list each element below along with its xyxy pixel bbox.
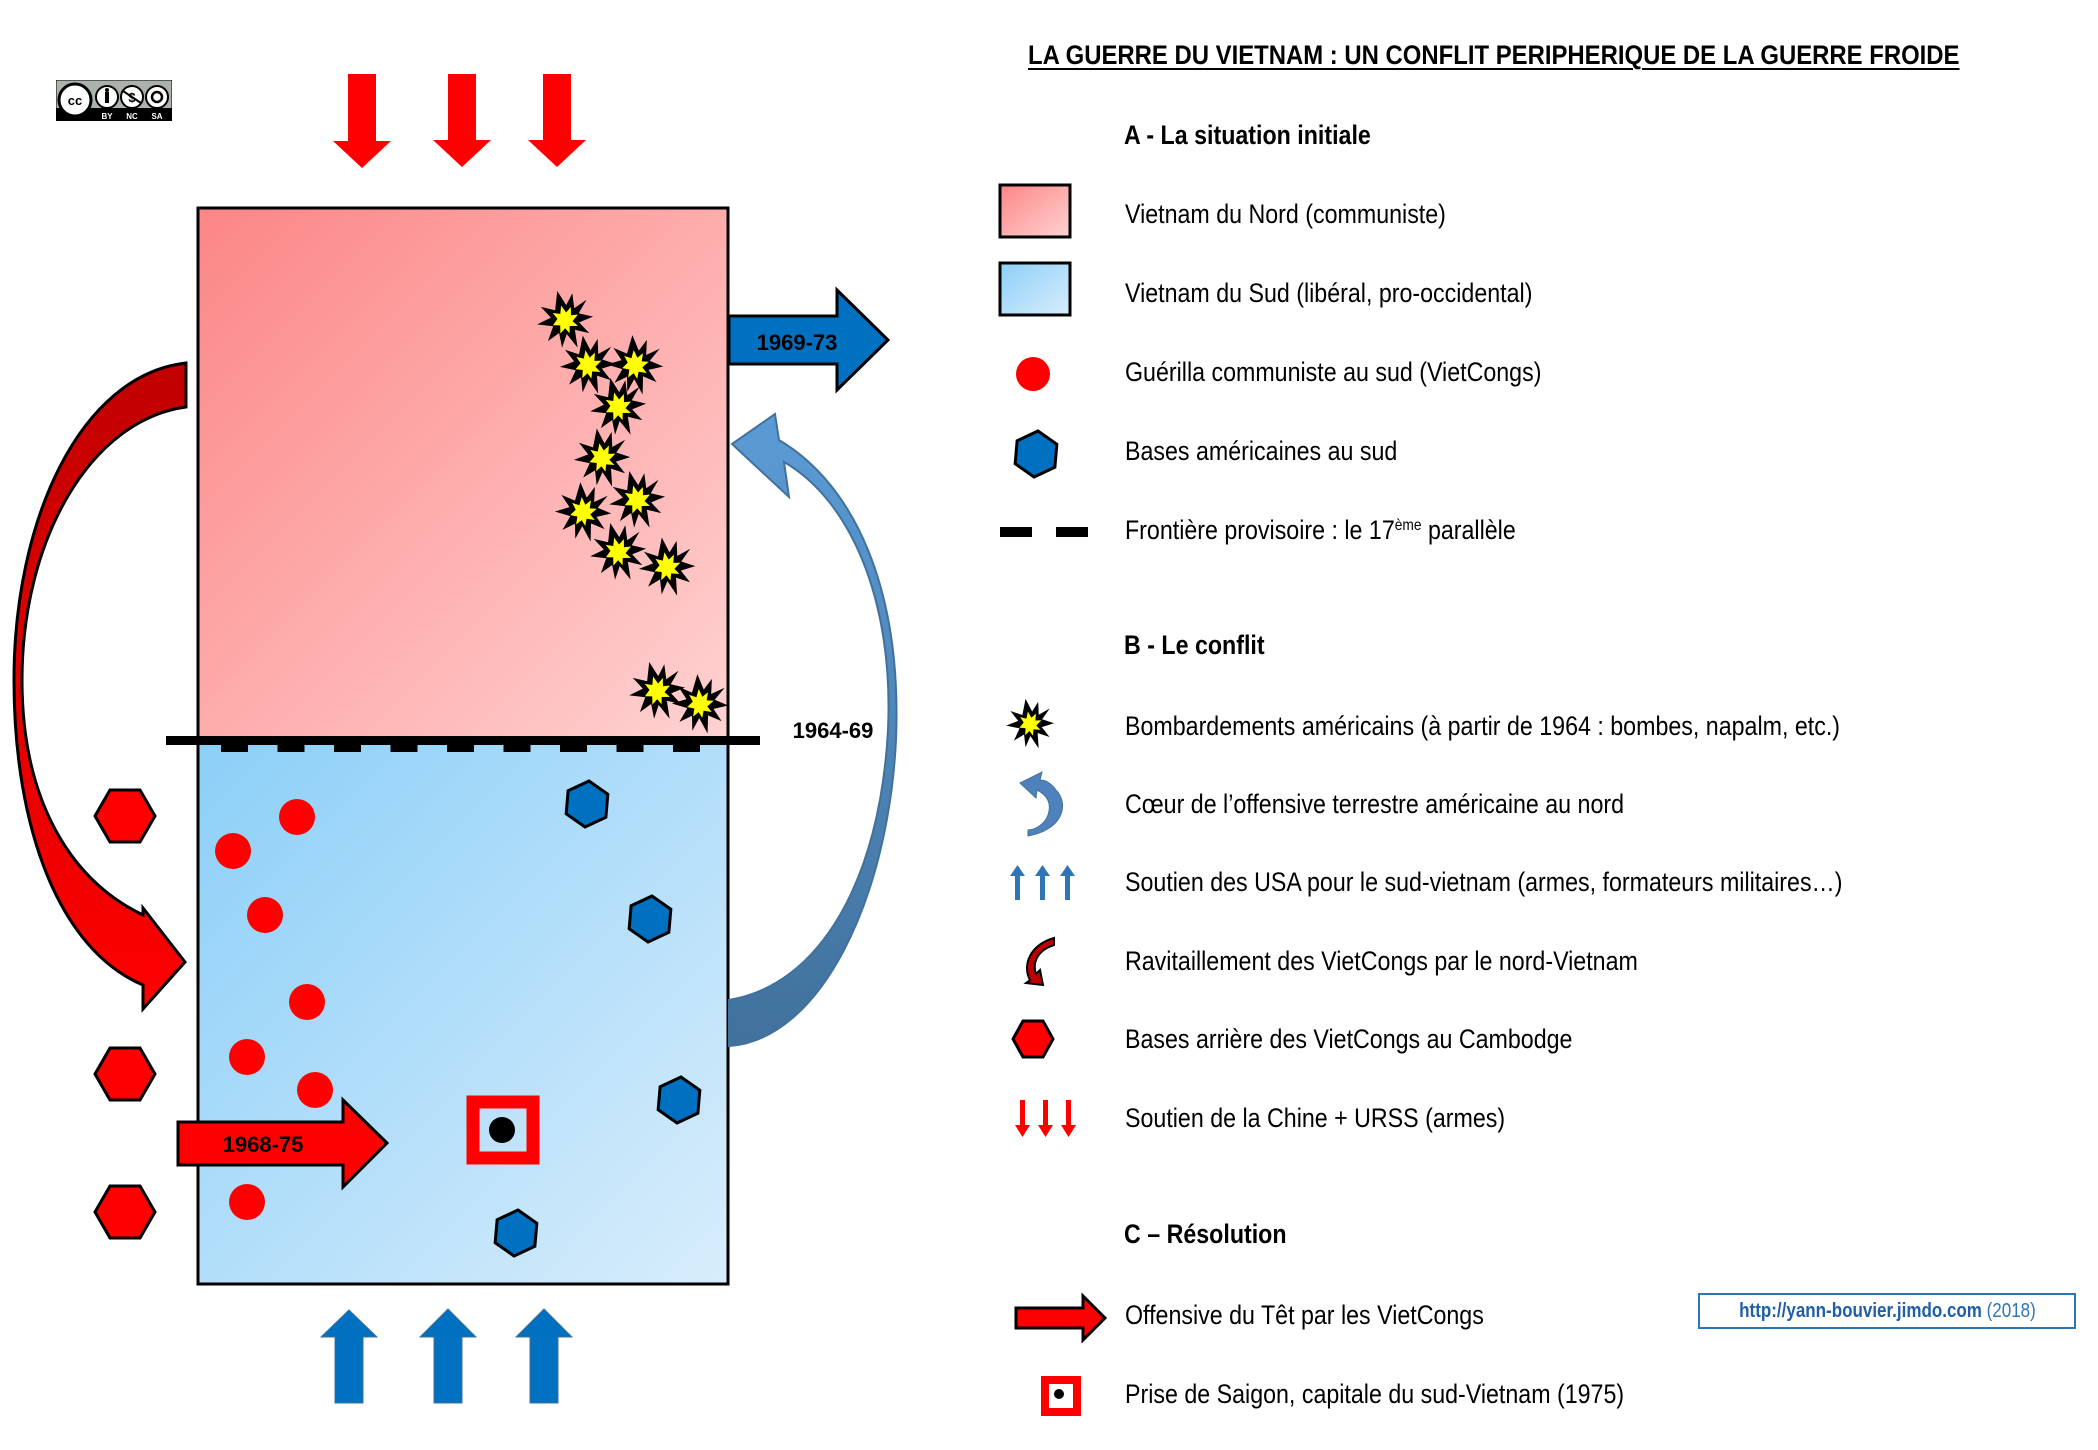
red-hexagon	[93, 788, 157, 844]
three-blue-up-arrows-icon	[1010, 865, 1075, 900]
legend-item-us-bases: Bases américaines au sud	[1125, 436, 1398, 466]
red-hexagon	[93, 1184, 157, 1240]
creative-commons-by-nc-sa-icon: cc $ BY NC SA	[55, 79, 173, 122]
legend-item-guerrilla: Guérilla communiste au sud (VietCongs)	[1125, 357, 1542, 387]
us-support-arrows	[319, 1308, 574, 1404]
credit-year: (2018)	[1986, 1299, 2036, 1322]
legend-section-c-heading: C – Résolution	[1124, 1219, 1287, 1249]
red-down-arrow	[433, 74, 491, 167]
arrow-label-1968-75: 1968-75	[223, 1132, 304, 1157]
red-dot-icon	[1016, 357, 1050, 391]
arrow-label-1964-69: 1964-69	[793, 718, 874, 743]
blue-hexagon	[493, 1208, 539, 1258]
17th-parallel-border	[166, 736, 760, 752]
vietcong-resupply-arrow	[12, 361, 188, 1013]
blue-hexagon	[627, 894, 673, 944]
svg-text:cc: cc	[68, 93, 82, 108]
legend-item-bombing: Bombardements américains (à partir de 19…	[1125, 711, 1841, 741]
legend-icons	[998, 183, 1108, 1416]
red-dot	[229, 1184, 265, 1220]
legend-section-b-heading: B - Le conflit	[1124, 630, 1265, 660]
red-hexagon-icon	[1011, 1019, 1055, 1059]
red-dot	[247, 897, 283, 933]
legend-item-cambodia-bases: Bases arrière des VietCongs au Cambodge	[1125, 1024, 1573, 1054]
red-dot	[279, 799, 315, 835]
legend-item-tet-offensive: Offensive du Têt par les VietCongs	[1125, 1300, 1484, 1330]
saigon-target-icon	[1041, 1376, 1081, 1416]
us-ground-offensive-arrow: 1964-69	[728, 412, 898, 1048]
legend-item-17th-parallel-text-after: parallèle	[1421, 515, 1516, 545]
legend-item-vc-resupply: Ravitaillement des VietCongs par le nord…	[1125, 946, 1638, 976]
blue-hexagon	[656, 1075, 702, 1125]
legend-item-17th-parallel: Frontière provisoire : le 17ème parallèl…	[1125, 514, 1516, 546]
border-dash	[673, 744, 700, 752]
saigon-target	[466, 1095, 540, 1165]
explosion-icon	[1002, 694, 1058, 754]
blue-hexagon	[564, 779, 610, 829]
us-withdrawal-arrow: 1969-73	[727, 286, 891, 394]
legend-item-17th-parallel-text: Frontière provisoire : le 17	[1125, 515, 1395, 545]
legend-item-ground-offensive: Cœur de l’offensive terrestre américaine…	[1125, 789, 1625, 819]
credit-url-link[interactable]: http://yann-bouvier.jimdo.com	[1738, 1299, 1982, 1322]
border-dash	[503, 744, 531, 752]
blue-up-arrow	[418, 1308, 478, 1404]
arrow-label-1969-73: 1969-73	[757, 330, 838, 355]
red-dot	[289, 984, 325, 1020]
red-curved-arrow-icon	[1023, 936, 1055, 987]
blue-up-arrow	[514, 1308, 574, 1404]
legend-item-china-ussr-support: Soutien de la Chine + URSS (armes)	[1125, 1103, 1506, 1133]
legend-item-us-support: Soutien des USA pour le sud-vietnam (arm…	[1125, 867, 1843, 897]
south-vietnam-swatch-icon	[998, 261, 1072, 317]
border-dash	[221, 744, 248, 752]
red-dot	[297, 1072, 333, 1108]
red-dot	[229, 1039, 265, 1075]
red-down-arrow	[528, 74, 586, 167]
svg-text:NC: NC	[126, 112, 138, 121]
svg-text:SA: SA	[151, 112, 162, 121]
red-dot	[215, 833, 251, 869]
north-vietnam-area	[196, 206, 730, 744]
china-ussr-support-arrows	[333, 74, 586, 168]
border-dash	[334, 744, 361, 752]
red-right-arrow-icon	[1014, 1292, 1108, 1344]
legend-item-north-vietnam: Vietnam du Nord (communiste)	[1125, 199, 1446, 229]
page-title: LA GUERRE DU VIETNAM : UN CONFLIT PERIPH…	[1028, 40, 1960, 70]
blue-hexagon-icon	[1013, 429, 1059, 479]
creative-commons-badge: cc $ BY NC SA	[55, 79, 173, 122]
legend-section-a-heading: A - La situation initiale	[1124, 120, 1371, 150]
credit-url-box[interactable]: http://yann-bouvier.jimdo.com (2018)	[1698, 1293, 2076, 1329]
border-dash	[277, 744, 305, 752]
north-vietnam-swatch-icon	[998, 183, 1072, 239]
border-dash	[616, 744, 644, 752]
legend-item-17th-parallel-sup: ème	[1394, 517, 1422, 534]
red-down-arrow	[333, 74, 391, 168]
red-hexagon	[93, 1046, 157, 1102]
border-dash	[390, 744, 418, 752]
vietcong-guerrillas	[215, 799, 333, 1220]
south-vietnam-area	[196, 740, 730, 1286]
dashed-line-icon	[1000, 527, 1088, 537]
legend-item-fall-of-saigon: Prise de Saigon, capitale du sud-Vietnam…	[1125, 1379, 1625, 1409]
blue-curved-arrow-icon	[1019, 771, 1064, 837]
cambodia-rear-bases	[93, 788, 157, 1240]
border-dash	[447, 744, 474, 752]
border-dash	[560, 744, 587, 752]
blue-up-arrow	[319, 1309, 379, 1404]
three-red-down-arrows-icon	[1015, 1100, 1076, 1137]
svg-text:BY: BY	[101, 112, 113, 121]
tet-offensive-arrow: 1968-75	[176, 1096, 390, 1191]
us-bases	[493, 779, 702, 1258]
legend-item-south-vietnam: Vietnam du Sud (libéral, pro-occidental)	[1125, 278, 1533, 308]
